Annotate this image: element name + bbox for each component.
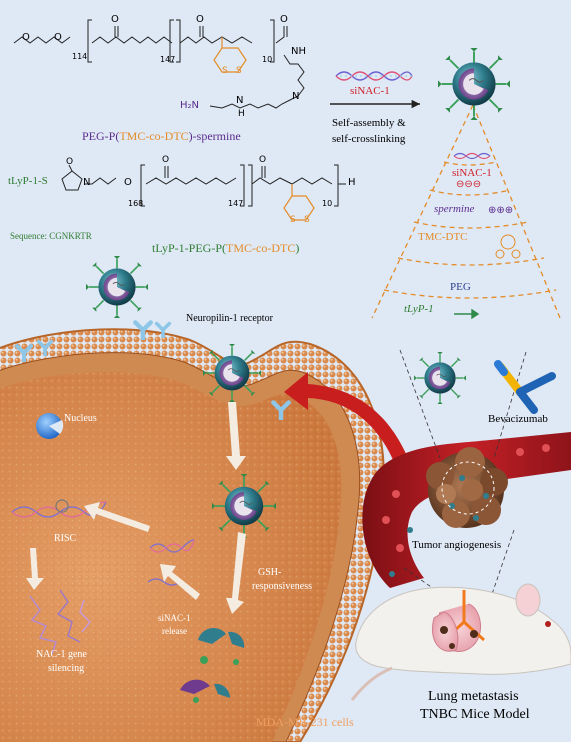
layer-label-tmc-dtc: TMC-DTC (418, 231, 468, 243)
layer-charge-positive: ⊕⊕⊕ (488, 205, 514, 216)
ligand-icon (454, 308, 480, 320)
layer-charge-negative: ⊖⊖⊖ (456, 179, 482, 190)
atom-s: S (222, 66, 228, 76)
atom-s: S (304, 215, 310, 225)
tlyp-prefix: tLyP-1-S (8, 175, 48, 187)
receptor-label: Neuropilin-1 receptor (186, 313, 273, 324)
cells-label: MDA-MB-231 cells (256, 715, 354, 729)
silencing-label-line2: silencing (48, 663, 85, 674)
sirna-helix (335, 71, 413, 81)
cell-pathway-arrows (26, 402, 246, 614)
atom-o: O (196, 14, 204, 25)
release-label-line1: siNAC-1 (158, 613, 191, 623)
silenced-mrna (29, 589, 91, 655)
process-label-line1: Self-assembly & (332, 117, 406, 129)
atom-o: O (259, 155, 267, 165)
model-label-line1: Lung metastasis (428, 689, 519, 704)
nanoparticle-binding (203, 344, 261, 402)
atom-o: O (111, 14, 119, 25)
peg-polymer-label: PEG-P(TMC-co-DTC)-spermine (82, 129, 241, 143)
gsh-label-line1: GSH- (258, 567, 282, 578)
peg-repeat: 168 (128, 199, 144, 208)
nanoparticle-near-vessel (414, 352, 466, 404)
process-label-line2: self-crosslinking (332, 133, 406, 145)
blood-vessel (362, 432, 571, 588)
delivery-arrow (284, 372, 412, 472)
atom-o: O (124, 177, 132, 188)
layer-sirna-helix (453, 152, 491, 160)
terminal-h: H (348, 177, 356, 188)
layer-label-tlyp: tLyP-1 (404, 303, 434, 315)
amine-terminal: H₂N (180, 100, 200, 111)
model-label-line2: TNBC Mice Model (420, 707, 530, 722)
atom-o: O (66, 157, 74, 167)
silencing-label-line1: NAC-1 gene (36, 649, 87, 660)
layer-label-sinac: siNAC-1 (452, 167, 492, 179)
cell-body (0, 328, 385, 742)
atom-o: O (280, 14, 288, 25)
tlyp-polymer-structure (61, 164, 346, 207)
tlyp-polymer-label: tLyP-1-PEG-P(TMC-co-DTC) (152, 241, 300, 255)
layer-label-peg: PEG (450, 281, 471, 293)
nanoparticle-assembled (438, 48, 510, 120)
angiogenesis-label: Tumor angiogenesis (412, 539, 502, 551)
sequence-label: Sequence: CGNKRTR (10, 231, 92, 241)
peg-repeat: 114 (72, 52, 88, 61)
mouse (350, 583, 571, 701)
nanoparticle-internalized (212, 474, 276, 538)
atom-n: N (236, 95, 244, 106)
atom-h: H (238, 109, 245, 119)
bevacizumab-antibody (494, 360, 556, 414)
nucleus-shape (36, 413, 64, 439)
bevacizumab-label: Bevacizumab (488, 413, 548, 425)
risc-label: RISC (54, 533, 77, 544)
dtc-repeat: 10 (322, 199, 333, 208)
gsh-label-line2: responsiveness (252, 581, 312, 592)
atom-n: N (292, 91, 300, 102)
tmc-repeat: 147 (160, 55, 176, 64)
disulfide-ring-1 (213, 37, 247, 73)
dtc-repeat: 10 (262, 55, 273, 64)
tmc-repeat: 147 (228, 199, 244, 208)
layer-fan (371, 104, 561, 319)
guide-lines (399, 349, 527, 601)
atom-s: S (290, 215, 296, 225)
nucleus-label: Nucleus (64, 413, 97, 424)
atom-o: O (22, 32, 30, 43)
tmc-dtc-ring-icon (495, 234, 521, 259)
layer-label-spermine: spermine (434, 203, 475, 215)
nanoparticle-fragments (180, 627, 245, 703)
atom-nh: NH (291, 46, 306, 57)
sirna-label: siNAC-1 (350, 85, 390, 97)
peg-polymer-structure (13, 19, 305, 109)
atom-o: O (54, 32, 62, 43)
nanoparticle-free (86, 256, 148, 318)
atom-s: S (236, 66, 242, 76)
atom-n: N (83, 177, 91, 188)
tumor-mass (426, 447, 508, 528)
atom-o: O (162, 155, 170, 165)
disulfide-ring-2 (283, 184, 315, 221)
release-label-line2: release (162, 626, 187, 636)
